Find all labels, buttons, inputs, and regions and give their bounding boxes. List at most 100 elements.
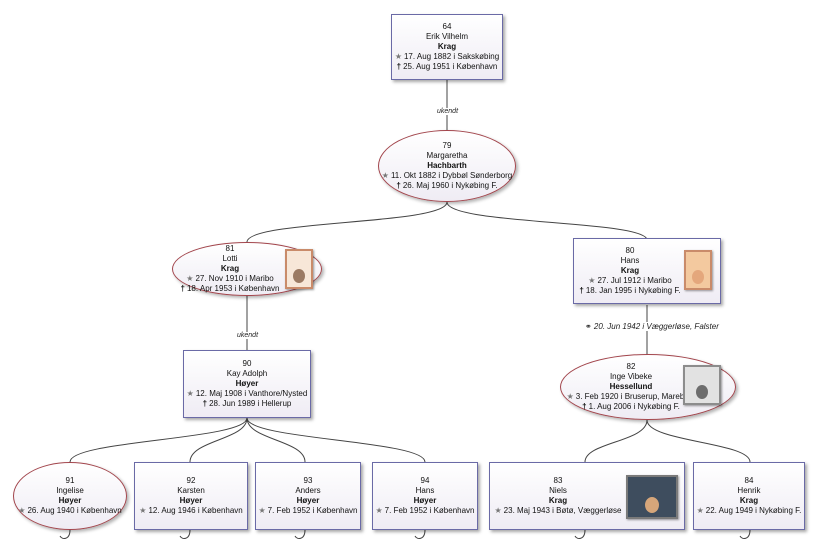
person-surname: Høyer: [235, 379, 259, 388]
person-surname: Høyer: [58, 496, 82, 505]
person-number: 94: [420, 476, 430, 485]
person-surname: Høyer: [179, 496, 203, 505]
person-death: 18. Jan 1995 i Nykøbing F.: [585, 286, 681, 295]
birth-star-icon: ★: [186, 274, 194, 283]
birth-star-icon: ★: [381, 171, 389, 180]
marriage-label-80-82: ⚭ 20. Jun 1942 i Væggerløse, Falster: [585, 322, 719, 331]
person-number: 83: [553, 476, 563, 485]
person-card-79[interactable]: 79 Margaretha Hachbarth ★11. Okt 1882 i …: [378, 130, 516, 202]
person-birth: 11. Okt 1882 i Dybbøl Sønderborg: [390, 171, 513, 180]
person-given-name: Karsten: [177, 486, 205, 495]
connector-90-93: [246, 417, 306, 463]
person-card-83[interactable]: 83 Niels Krag ★23. Maj 1943 i Bøtø, Vægg…: [489, 462, 685, 530]
person-number: 93: [303, 476, 313, 485]
person-birth: 27. Nov 1910 i Maribo: [195, 274, 274, 283]
birth-star-icon: ★: [494, 506, 502, 515]
person-given-name: Niels: [549, 486, 567, 495]
person-surname: Krag: [220, 264, 240, 273]
person-surname: Høyer: [413, 496, 437, 505]
birth-star-icon: ★: [375, 506, 383, 515]
person-given-name: Kay Adolph: [226, 369, 268, 378]
person-death: 26. Maj 1960 i Nykøbing F.: [402, 181, 498, 190]
birth-star-icon: ★: [696, 506, 704, 515]
person-birth: 23. Maj 1943 i Bøtø, Væggerløse: [503, 506, 622, 515]
birth-star-icon: ★: [186, 389, 194, 398]
person-surname: Krag: [548, 496, 568, 505]
person-card-81[interactable]: 81 Lotti Krag ★27. Nov 1910 i Maribo †18…: [172, 242, 322, 296]
death-cross-icon: †: [582, 402, 587, 411]
descendant-hook: [739, 529, 751, 539]
person-number: 82: [626, 362, 636, 371]
portrait-photo-icon[interactable]: [285, 249, 313, 289]
birth-star-icon: ★: [258, 506, 266, 515]
person-death: 1. Aug 2006 i Nykøbing F.: [588, 402, 680, 411]
connector-90-94: [246, 417, 426, 463]
person-surname: Hessellund: [609, 382, 653, 391]
person-given-name: Ingelise: [56, 486, 84, 495]
birth-star-icon: ★: [139, 506, 147, 515]
descendant-hook: [59, 529, 71, 539]
person-card-92[interactable]: 92 Karsten Høyer ★12. Aug 1946 i Københa…: [134, 462, 248, 530]
person-card-80[interactable]: 80 Hans Krag ★27. Jul 1912 i Maribo †18.…: [573, 238, 721, 304]
person-given-name: Inge Vibeke: [609, 372, 653, 381]
person-card-84[interactable]: 84 Henrik Krag ★22. Aug 1949 i Nykøbing …: [693, 462, 805, 530]
birth-star-icon: ★: [394, 52, 402, 61]
person-number: 92: [186, 476, 196, 485]
person-given-name: Hans: [620, 256, 640, 265]
union-label-81-90: ukendt: [237, 332, 259, 339]
death-cross-icon: †: [180, 284, 185, 293]
person-card-93[interactable]: 93 Anders Høyer ★7. Feb 1952 i København: [255, 462, 361, 530]
person-card-94[interactable]: 94 Hans Høyer ★7. Feb 1952 i København: [372, 462, 478, 530]
person-birth: 17. Aug 1882 i Sakskøbing: [403, 52, 500, 61]
person-birth: 27. Jul 1912 i Maribo: [597, 276, 672, 285]
portrait-photo-icon[interactable]: [683, 365, 721, 405]
birth-star-icon: ★: [18, 506, 26, 515]
portrait-photo-icon[interactable]: [626, 475, 678, 519]
birth-star-icon: ★: [566, 392, 574, 401]
person-birth: 3. Feb 1920 i Bruserup, Marebæk: [575, 392, 696, 401]
death-cross-icon: †: [396, 181, 401, 190]
portrait-photo-icon[interactable]: [684, 250, 712, 290]
connector-90-92: [189, 417, 248, 463]
union-label-64-79: ukendt: [437, 108, 459, 115]
descendant-hook: [414, 529, 426, 539]
person-surname: Hachbarth: [427, 161, 467, 170]
connector-90-91: [69, 417, 248, 463]
person-card-64[interactable]: 64 Erik Vilhelm Krag ★17. Aug 1882 i Sak…: [391, 14, 503, 80]
person-card-90[interactable]: 90 Kay Adolph Høyer ★12. Maj 1908 i Vant…: [183, 350, 311, 418]
person-given-name: Margaretha: [426, 151, 468, 160]
person-birth: 7. Feb 1952 i København: [267, 506, 358, 515]
person-number: 79: [442, 141, 452, 150]
person-surname: Krag: [437, 42, 457, 51]
birth-star-icon: ★: [588, 276, 596, 285]
person-birth: 26. Aug 1940 i København: [27, 506, 122, 515]
person-given-name: Anders: [295, 486, 321, 495]
person-death: 25. Aug 1951 i København: [403, 62, 498, 71]
person-number: 64: [442, 22, 452, 31]
death-cross-icon: †: [202, 399, 208, 408]
person-surname: Krag: [620, 266, 640, 275]
person-death: 28. Jun 1989 i Hellerup: [209, 399, 292, 408]
connector-82-83: [584, 419, 648, 463]
person-birth: 12. Maj 1908 i Vanthore/Nysted: [195, 389, 308, 398]
descendant-hook: [574, 529, 586, 539]
connector-79-80: [446, 201, 648, 241]
person-given-name: Lotti: [222, 254, 238, 263]
person-number: 90: [242, 359, 252, 368]
person-number: 81: [225, 244, 235, 253]
person-given-name: Erik Vilhelm: [425, 32, 469, 41]
descendant-hook: [179, 529, 191, 539]
person-card-82[interactable]: 82 Inge Vibeke Hessellund ★3. Feb 1920 i…: [560, 354, 736, 420]
person-number: 80: [625, 246, 635, 255]
descendant-hook: [294, 529, 306, 539]
person-death: 18. Apr 1953 i København: [186, 284, 280, 293]
connector-79-81: [246, 201, 448, 243]
person-card-91[interactable]: 91 Ingelise Høyer ★26. Aug 1940 i Københ…: [13, 462, 127, 530]
person-birth: 12. Aug 1946 i København: [148, 506, 243, 515]
person-birth: 22. Aug 1949 i Nykøbing F.: [705, 506, 802, 515]
person-number: 84: [744, 476, 754, 485]
person-number: 91: [65, 476, 75, 485]
person-given-name: Henrik: [737, 486, 761, 495]
death-cross-icon: †: [579, 286, 584, 295]
